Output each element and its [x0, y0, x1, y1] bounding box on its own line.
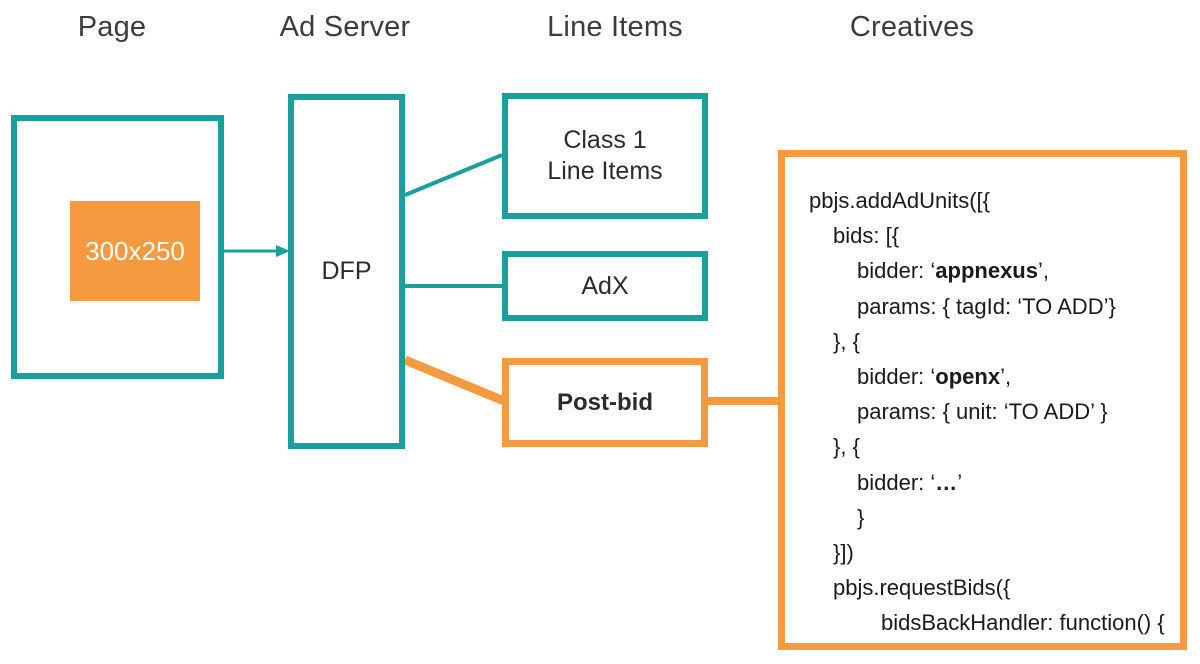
code-line: }])	[809, 535, 1180, 570]
line-item-box-class1[interactable]: Class 1 Line Items	[502, 93, 708, 219]
code-token: pbjs.addAdUnits([{	[809, 188, 990, 213]
column-header-ad-server-label: Ad Server	[279, 11, 411, 43]
column-header-line-items-label: Line Items	[547, 11, 683, 43]
column-header-page-label: Page	[77, 11, 147, 43]
line-item-box-adx[interactable]: AdX	[502, 251, 708, 321]
code-token: bidsBackHandler: function() {	[881, 610, 1165, 636]
ad-server-box-dfp[interactable]: DFP	[288, 94, 405, 449]
column-header-creatives: Creatives	[814, 10, 1010, 44]
column-header-creatives-label: Creatives	[849, 11, 975, 43]
code-line: bidder: ‘openx’,	[809, 359, 1180, 394]
code-token: bidder: ‘	[857, 364, 936, 390]
code-line: bidsBackHandler: function() {	[809, 605, 1180, 640]
code-token: }, {	[833, 434, 860, 460]
code-line: bids: [{	[809, 218, 1180, 253]
code-token: bids: [{	[833, 223, 900, 249]
ad-server-label: DFP	[321, 257, 372, 285]
code-token: }, {	[833, 328, 860, 354]
line-item-class1-label-line1: Class 1	[563, 126, 647, 154]
column-header-ad-server: Ad Server	[247, 10, 443, 44]
column-header-line-items: Line Items	[517, 10, 713, 44]
line-item-class1-label-line2: Line Items	[547, 157, 663, 185]
code-token: }	[857, 504, 865, 530]
creative-code-panel[interactable]: pbjs.addAdUnits([{bids: [{bidder: ‘appne…	[778, 150, 1187, 650]
code-token: bidder: ‘	[857, 469, 936, 495]
code-token: bidder: ‘	[857, 258, 936, 284]
code-line: }	[809, 500, 1180, 535]
code-token: ’,	[1037, 258, 1049, 284]
code-token: ’	[957, 469, 963, 495]
code-line: params: { tagId: ‘TO ADD’}	[809, 289, 1180, 324]
code-line: pbjs.requestBids({	[809, 570, 1180, 605]
code-token: }])	[833, 540, 854, 566]
code-line: pbjs.addAdUnits([{	[809, 183, 1180, 218]
line-item-postbid-label: Post-bid	[557, 389, 653, 416]
ad-slot-300x250[interactable]: 300x250	[70, 201, 200, 301]
code-token-bold: openx	[935, 364, 1001, 390]
code-token-bold: …	[935, 469, 958, 495]
ad-slot-label: 300x250	[85, 236, 185, 266]
code-token-bold: appnexus	[935, 258, 1038, 284]
column-header-page: Page	[14, 10, 210, 44]
code-token: pbjs.requestBids({	[833, 575, 1011, 601]
code-token: params: { tagId: ‘TO ADD’}	[857, 293, 1116, 319]
line-item-adx-label: AdX	[581, 271, 629, 300]
code-line: params: { unit: ‘TO ADD’ }	[809, 394, 1180, 429]
code-token: params: { unit: ‘TO ADD’ }	[857, 399, 1108, 425]
code-line: bidder: ‘appnexus’,	[809, 253, 1180, 288]
code-line: }, {	[809, 324, 1180, 359]
code-token: pbjs.renderAd(…);	[905, 646, 1085, 650]
connector-dfp-to-postbid	[403, 355, 506, 406]
connector-dfp-to-class1	[404, 153, 503, 197]
code-line: pbjs.renderAd(…);	[809, 641, 1180, 650]
code-token: ’,	[1000, 364, 1012, 390]
code-line: bidder: ‘…’	[809, 465, 1180, 500]
creative-code-body: pbjs.addAdUnits([{bids: [{bidder: ‘appne…	[785, 157, 1180, 650]
line-item-box-postbid[interactable]: Post-bid	[502, 358, 708, 447]
code-line: }, {	[809, 429, 1180, 464]
